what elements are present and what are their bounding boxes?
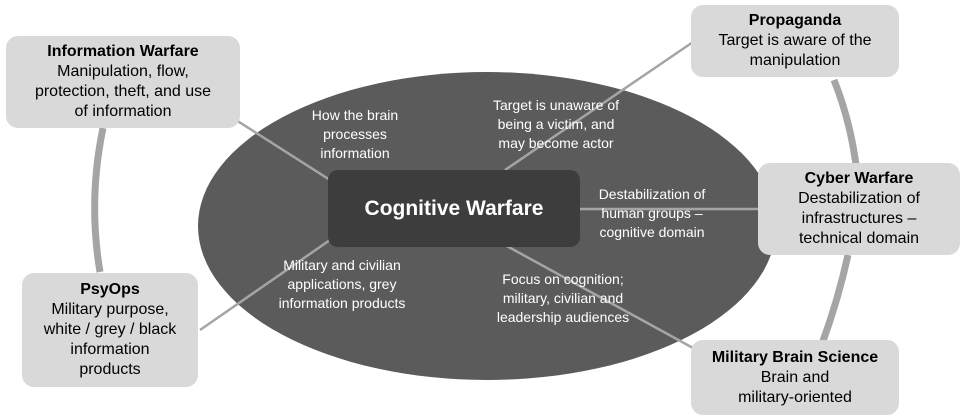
node-line: manipulation	[749, 52, 841, 69]
label-brain-processes: How the brain processes information	[311, 107, 399, 161]
label-destabilization-human-groups: Destabilization of human groups – cognit…	[598, 186, 706, 240]
node-line: technical domain	[798, 230, 920, 247]
connector-propaganda-center	[504, 40, 694, 172]
label-military-civilian-applications: Military and civilian applications, grey…	[278, 257, 406, 311]
node-line: white / grey / black	[43, 321, 177, 338]
node-title: Information Warfare	[47, 43, 199, 60]
node-line: Destabilization of	[798, 190, 920, 207]
connector-psyops-center	[199, 238, 331, 332]
arc-infowarfare-psyops	[91, 127, 107, 273]
center-title: Cognitive Warfare	[364, 196, 544, 220]
arc-cyber-brainscience	[819, 254, 852, 343]
node-line: information	[70, 341, 150, 358]
node-psyops: PsyOps Military purpose, white / grey / …	[22, 273, 198, 387]
node-line: military-oriented	[738, 388, 852, 406]
node-line: Target is aware of the	[718, 32, 872, 49]
node-line: Manipulation, flow,	[57, 63, 189, 80]
node-cyber-warfare: Cyber Warfare Destabilization of infrast…	[758, 163, 960, 255]
node-line: of information	[74, 103, 172, 120]
node-propaganda: Propaganda Target is aware of the manipu…	[691, 5, 899, 77]
node-line: products	[79, 361, 141, 378]
connector-brainscience-center	[504, 243, 694, 350]
node-title: Military Brain Science	[711, 348, 879, 366]
center-node-cognitive-warfare: Cognitive Warfare	[328, 170, 580, 247]
arc-propaganda-cyber	[830, 78, 860, 166]
node-title: PsyOps	[80, 281, 140, 298]
node-line: infrastructures –	[801, 210, 917, 227]
node-title: Cyber Warfare	[804, 170, 914, 187]
label-target-unaware: Target is unaware of being a victim, and…	[492, 97, 620, 151]
label-focus-on-cognition: Focus on cognition; military, civilian a…	[496, 271, 630, 325]
node-title: Propaganda	[748, 12, 842, 29]
node-line: protection, theft, and use	[34, 83, 212, 100]
node-line: Military purpose,	[51, 301, 169, 318]
node-military-brain-science: Military Brain Science Brain and militar…	[691, 340, 899, 415]
node-line: Brain and	[760, 368, 830, 386]
node-information-warfare: Information Warfare Manipulation, flow, …	[6, 36, 240, 128]
